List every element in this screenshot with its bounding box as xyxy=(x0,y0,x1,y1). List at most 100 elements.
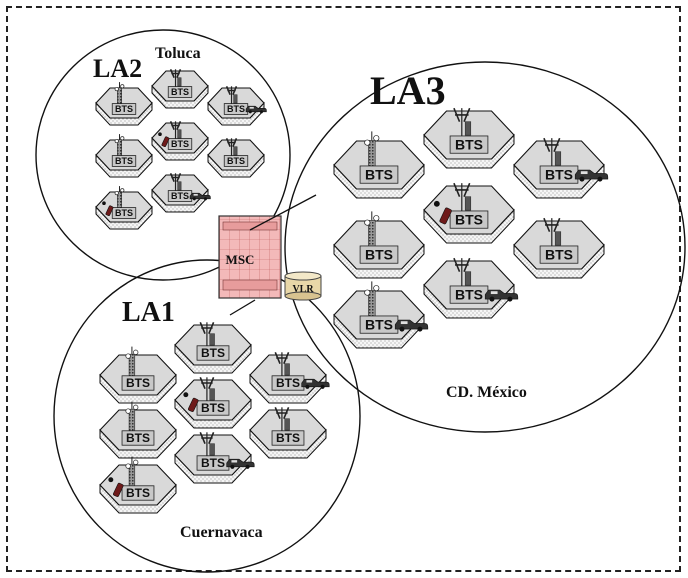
bts-label: BTS xyxy=(115,156,133,166)
bts-label: BTS xyxy=(126,431,150,445)
mast-antenna-icon xyxy=(225,137,238,157)
bts-label: BTS xyxy=(171,87,189,97)
mast-antenna-icon xyxy=(169,120,182,140)
city-label-toluca: Toluca xyxy=(155,45,201,62)
bts-box xyxy=(121,485,155,501)
car-icon xyxy=(245,105,267,114)
hex-cell: BTS xyxy=(95,134,153,178)
mast-antenna-icon xyxy=(199,321,215,347)
cluster-la2: BTS BTS BTS BTS BTS BTS BTS BTS xyxy=(95,68,267,230)
cluster-la3: BTS BTS BTS BTS BTS BTS BTS BTS xyxy=(333,107,609,349)
hex-cell-top xyxy=(95,139,153,171)
area-label-la2: LA2 xyxy=(93,54,142,83)
hex-cell: BTS xyxy=(423,107,515,169)
bts-label: BTS xyxy=(455,211,483,227)
bts-box xyxy=(449,210,489,229)
mast-antenna-icon xyxy=(225,85,238,105)
tower-antenna-icon xyxy=(114,186,125,209)
tower-antenna-icon xyxy=(114,82,125,105)
city-label-cuernavaca: Cuernavaca xyxy=(180,524,263,541)
bts-label: BTS xyxy=(115,208,133,218)
bts-label: BTS xyxy=(276,376,300,390)
bts-label: BTS xyxy=(227,104,245,114)
car-icon xyxy=(394,319,429,332)
bts-box xyxy=(271,430,305,446)
hex-cell: BTS xyxy=(423,182,515,244)
bts-label: BTS xyxy=(276,431,300,445)
hex-cell: BTS xyxy=(333,211,425,279)
mast-antenna-icon xyxy=(199,431,215,457)
vlr-label: VLR xyxy=(292,284,314,295)
mobile-phone-icon xyxy=(102,201,114,216)
car-icon xyxy=(226,458,255,469)
bts-box xyxy=(121,375,155,391)
mast-antenna-icon xyxy=(453,182,472,213)
mobile-phone-icon xyxy=(158,132,170,147)
bts-box xyxy=(111,207,137,219)
hex-cell: BTS xyxy=(151,120,209,161)
msc-link-la3 xyxy=(249,194,317,231)
bts-box xyxy=(359,245,399,264)
bts-box xyxy=(196,345,230,361)
mast-antenna-icon xyxy=(274,351,290,377)
mobile-phone-icon xyxy=(433,200,452,225)
hex-cell: BTS xyxy=(99,346,177,404)
hex-cell: BTS xyxy=(513,137,609,199)
hex-cell: BTS xyxy=(151,172,211,213)
hex-cell-top xyxy=(99,354,177,396)
hex-cell: BTS xyxy=(333,281,429,349)
bts-label: BTS xyxy=(201,401,225,415)
msc-label: MSC xyxy=(226,252,255,267)
hex-cell: BTS xyxy=(95,82,153,126)
bts-label: BTS xyxy=(365,246,393,262)
bts-label: BTS xyxy=(365,316,393,332)
hex-cell-top xyxy=(333,140,425,190)
car-icon xyxy=(301,378,330,389)
bts-label: BTS xyxy=(126,486,150,500)
hex-cell: BTS xyxy=(423,257,519,319)
car-icon xyxy=(189,192,211,201)
bts-label: BTS xyxy=(126,376,150,390)
mast-antenna-icon xyxy=(199,376,215,402)
hex-cell: BTS xyxy=(513,217,605,279)
tower-antenna-icon xyxy=(364,281,380,318)
car-icon xyxy=(484,289,519,302)
city-label-cd-mexico: CD. México xyxy=(446,384,527,401)
hex-cell-top xyxy=(95,87,153,119)
hex-cell: BTS xyxy=(333,131,425,199)
mast-antenna-icon xyxy=(169,172,182,192)
bts-label: BTS xyxy=(455,136,483,152)
bts-box xyxy=(196,400,230,416)
hex-cell-top xyxy=(99,409,177,451)
hex-cell: BTS xyxy=(249,406,327,459)
msc-node: MSC xyxy=(218,215,282,299)
mast-antenna-icon xyxy=(453,107,472,138)
tower-antenna-icon xyxy=(114,134,125,157)
tower-antenna-icon xyxy=(125,401,139,433)
hex-cell: BTS xyxy=(99,456,177,514)
bts-box xyxy=(449,135,489,154)
bts-label: BTS xyxy=(545,166,573,182)
mast-antenna-icon xyxy=(543,217,562,248)
bts-label: BTS xyxy=(171,139,189,149)
area-circle-la3 xyxy=(284,61,686,433)
area-label-la3: LA3 xyxy=(370,68,446,113)
hex-cell-top xyxy=(333,220,425,270)
hex-cell: BTS xyxy=(95,186,153,230)
bts-label: BTS xyxy=(201,456,225,470)
bts-box xyxy=(121,430,155,446)
mast-antenna-icon xyxy=(274,406,290,432)
hex-cell: BTS xyxy=(174,321,252,374)
bts-box xyxy=(167,86,193,98)
area-label-la1: LA1 xyxy=(122,297,175,328)
hex-cell: BTS xyxy=(207,137,265,178)
bts-label: BTS xyxy=(545,246,573,262)
bts-box xyxy=(223,155,249,167)
bts-box xyxy=(111,155,137,167)
hex-cell: BTS xyxy=(249,351,330,404)
mast-antenna-icon xyxy=(169,68,182,88)
bts-label: BTS xyxy=(171,191,189,201)
bts-label: BTS xyxy=(227,156,245,166)
